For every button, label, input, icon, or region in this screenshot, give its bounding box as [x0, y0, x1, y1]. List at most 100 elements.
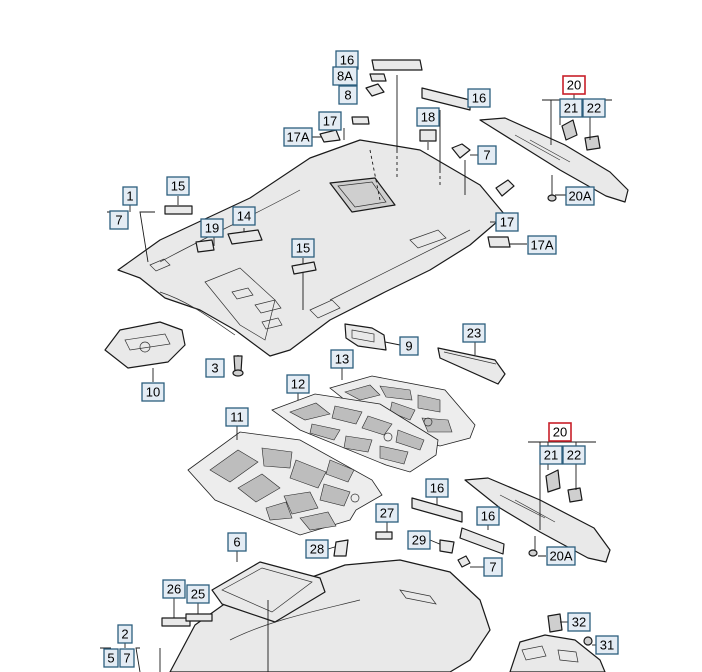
callout-31: 31: [595, 635, 619, 655]
callout-10: 10: [141, 382, 165, 402]
callout-11: 11: [225, 407, 249, 427]
svg-text:20: 20: [567, 78, 581, 93]
small-clips-upper: [164, 59, 515, 275]
svg-text:12: 12: [291, 377, 305, 392]
callout-21-lower: 21: [539, 445, 563, 465]
panel-13: [329, 375, 476, 447]
lower-right-bracket: [509, 613, 606, 672]
callout-32: 32: [567, 612, 591, 632]
callout-16-mid-right: 16: [476, 506, 500, 526]
svg-text:7: 7: [489, 560, 496, 575]
svg-text:11: 11: [230, 410, 244, 425]
svg-text:22: 22: [567, 448, 581, 463]
callout-29: 29: [407, 530, 431, 550]
svg-text:16: 16: [430, 481, 444, 496]
callout-8A: 8A: [332, 66, 358, 86]
callout-15-left: 15: [166, 176, 190, 196]
part-9-switch: [344, 323, 387, 351]
callout-25: 25: [186, 584, 210, 604]
callout-17-right: 17: [495, 212, 519, 232]
callout-21-top: 21: [559, 98, 583, 118]
callout-8: 8: [338, 85, 358, 105]
callout-9: 9: [399, 336, 419, 356]
svg-text:17: 17: [500, 215, 514, 230]
small-clips-middle: [333, 497, 505, 568]
part-3-screw: [232, 355, 244, 377]
small-clips-lower-left: [100, 598, 213, 672]
part-23-sunvisor-strip: [437, 342, 506, 385]
svg-text:2: 2: [121, 627, 128, 642]
svg-text:16: 16: [481, 509, 495, 524]
callout-2: 2: [117, 624, 133, 644]
svg-text:17A: 17A: [286, 130, 309, 145]
callout-labels: 16 8A 8 16 17 18 17A 7 20 21 22 20A 1 7 …: [103, 50, 619, 668]
svg-text:17: 17: [323, 114, 337, 129]
callout-22-top: 22: [582, 98, 606, 118]
svg-text:20: 20: [553, 425, 567, 440]
callout-26: 26: [162, 579, 186, 599]
svg-text:31: 31: [600, 638, 614, 653]
callout-17A-top: 17A: [283, 127, 313, 147]
svg-text:1: 1: [126, 189, 133, 204]
callout-16-mid: 16: [425, 478, 449, 498]
lower-headliner: [169, 550, 491, 672]
svg-text:15: 15: [296, 241, 310, 256]
svg-text:13: 13: [335, 352, 349, 367]
svg-text:20A: 20A: [568, 189, 591, 204]
callout-16-right-top: 16: [467, 88, 491, 108]
right-trim-lower: [464, 436, 611, 563]
svg-text:29: 29: [412, 533, 426, 548]
callout-6: 6: [227, 532, 247, 552]
callout-3: 3: [205, 358, 225, 378]
callout-14: 14: [232, 206, 256, 226]
callout-7-left: 7: [109, 210, 129, 230]
svg-text:14: 14: [237, 209, 251, 224]
callout-22-lower: 22: [562, 445, 586, 465]
svg-text:23: 23: [467, 326, 481, 341]
panel-12: [271, 393, 439, 473]
svg-text:19: 19: [205, 221, 219, 236]
svg-text:15: 15: [171, 179, 185, 194]
callout-28: 28: [305, 539, 329, 559]
callout-17A-right: 17A: [527, 235, 557, 255]
callout-18: 18: [416, 107, 440, 127]
svg-text:7: 7: [123, 651, 130, 666]
svg-text:17A: 17A: [530, 238, 553, 253]
svg-text:18: 18: [421, 110, 435, 125]
callout-27: 27: [375, 503, 399, 523]
svg-text:3: 3: [211, 361, 218, 376]
callout-13: 13: [330, 349, 354, 369]
callout-12: 12: [286, 374, 310, 394]
callout-19: 19: [200, 218, 224, 238]
svg-text:9: 9: [405, 339, 412, 354]
callout-5: 5: [103, 648, 119, 668]
svg-text:22: 22: [587, 101, 601, 116]
callout-16-top: 16: [335, 50, 359, 70]
callout-7-lower: 7: [483, 557, 503, 577]
svg-text:6: 6: [233, 535, 240, 550]
svg-text:32: 32: [572, 615, 586, 630]
svg-text:21: 21: [564, 101, 578, 116]
panel-11: [187, 431, 383, 536]
callout-15-center: 15: [291, 238, 315, 258]
svg-text:20A: 20A: [549, 549, 572, 564]
svg-text:25: 25: [191, 587, 205, 602]
svg-text:5: 5: [107, 651, 114, 666]
svg-text:8: 8: [344, 88, 351, 103]
svg-text:7: 7: [483, 148, 490, 163]
callout-20A-lower: 20A: [546, 546, 576, 566]
callout-20-lower: 20: [548, 422, 572, 442]
svg-text:10: 10: [146, 385, 160, 400]
callout-7-top: 7: [477, 145, 497, 165]
svg-text:27: 27: [380, 506, 394, 521]
svg-text:16: 16: [340, 53, 354, 68]
callout-20-top: 20: [562, 75, 586, 95]
callout-20A-top: 20A: [565, 186, 595, 206]
callout-1: 1: [122, 186, 138, 206]
svg-text:7: 7: [115, 213, 122, 228]
callout-17-top: 17: [318, 111, 342, 131]
right-trim-upper: [479, 94, 629, 203]
svg-text:26: 26: [167, 582, 181, 597]
callout-7-bottom: 7: [119, 648, 135, 668]
